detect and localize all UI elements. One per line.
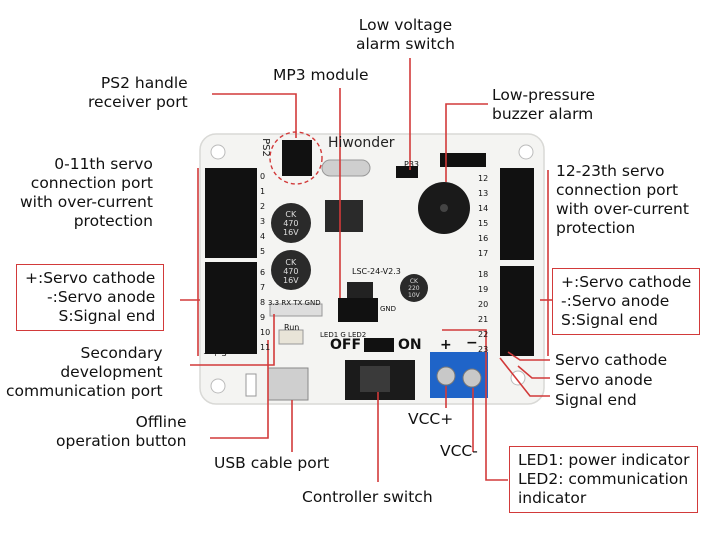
- channel-number: 19: [478, 285, 489, 294]
- gnd-silk: GND: [380, 305, 397, 313]
- label-left-servo: 0-11th servo connection port with over-c…: [20, 155, 153, 230]
- channel-number: 7: [260, 283, 266, 292]
- model-silk: LSC-24-V2.3: [352, 267, 401, 276]
- channel-number: 6: [260, 268, 266, 277]
- label-usb: USB cable port: [214, 454, 330, 472]
- channel-number: 14: [478, 204, 489, 213]
- ps2-highlight: [269, 131, 323, 185]
- led-silk: LED1 G LED2: [320, 331, 367, 339]
- left-servo-headers: [205, 168, 257, 354]
- leader-secondary: [190, 314, 275, 366]
- left-pin-legend: − + S: [203, 349, 227, 358]
- label-signal-end: Signal end: [555, 391, 637, 409]
- channel-number: 3: [260, 217, 266, 226]
- channel-number: 20: [478, 300, 489, 309]
- channel-number: 2: [260, 202, 266, 211]
- off-on-switch: [364, 338, 394, 352]
- p33-silk: P33: [404, 160, 420, 169]
- label-servo-cathode: Servo cathode: [555, 351, 668, 369]
- channel-number: 21: [478, 315, 489, 324]
- channel-number: 17: [478, 249, 489, 258]
- label-buzzer: Low-pressure buzzer alarm: [492, 86, 596, 123]
- mount-hole: [210, 144, 226, 160]
- channel-number: 12: [478, 174, 489, 183]
- label-offline: Offline operation button: [56, 413, 187, 450]
- small-component: [245, 373, 257, 397]
- run-silk: Run: [284, 323, 300, 332]
- brand-logo: Hiwonder: [328, 135, 395, 151]
- mp3-header: [338, 298, 378, 322]
- channel-number: 13: [478, 189, 489, 198]
- off-label: OFF: [330, 337, 362, 353]
- channel-number: 22: [478, 330, 489, 339]
- label-controller: Controller switch: [302, 488, 433, 506]
- left-pin-box-text: +:Servo cathode -:Servo anode S:Signal e…: [25, 269, 156, 325]
- crystal: [321, 159, 371, 177]
- uart-silk: 3.3 RX TX GND: [268, 299, 321, 307]
- regulator: [325, 200, 363, 232]
- right-pin-legend: S + −: [503, 349, 527, 358]
- right-pin-box-text: +:Servo cathode -:Servo anode S:Signal e…: [561, 273, 692, 329]
- plus-label: +: [440, 337, 452, 353]
- channel-number: 16: [478, 234, 489, 243]
- mount-hole: [510, 370, 526, 386]
- on-label: ON: [398, 337, 422, 353]
- channel-number: 1: [260, 187, 266, 196]
- channel-number: 18: [478, 270, 489, 279]
- leader-led: [442, 329, 508, 481]
- label-vcc-plus: VCC+: [408, 410, 454, 428]
- run-button: [278, 329, 304, 345]
- usb-port: [267, 367, 309, 401]
- label-low-voltage: Low voltage alarm switch: [356, 16, 455, 53]
- mcu-chip: [347, 282, 373, 298]
- label-ps2: PS2 handle receiver port: [88, 74, 188, 111]
- channel-number: 15: [478, 219, 489, 228]
- mount-hole: [210, 378, 226, 394]
- channel-number: 23: [478, 345, 489, 354]
- mount-hole: [518, 144, 534, 160]
- leader-servo-cathode: [507, 351, 550, 361]
- leader-servo-anode: [517, 365, 550, 379]
- channel-number: 11: [260, 343, 271, 352]
- led-info-box: LED1: power indicator LED2: communicatio…: [509, 446, 699, 513]
- ps2-header: [282, 140, 312, 176]
- leader-ps2: [212, 93, 297, 138]
- label-mp3: MP3 module: [273, 66, 369, 84]
- label-right-servo: 12-23th servo connection port with over-…: [556, 162, 689, 237]
- top-right-header: [440, 153, 486, 167]
- capacitor-2: [271, 250, 311, 290]
- label-servo-anode: Servo anode: [555, 371, 653, 389]
- channel-number: 10: [260, 328, 271, 337]
- cap1-label: CK 470 16V: [283, 210, 299, 237]
- cap3-label: CK 220 10V: [408, 278, 420, 299]
- leader-offline: [210, 340, 269, 439]
- capacitor-1: [271, 203, 311, 243]
- label-vcc-minus: VCC-: [440, 442, 478, 460]
- channel-number: 5: [260, 247, 266, 256]
- minus-label: −: [466, 335, 478, 351]
- p33-switch: [396, 166, 418, 178]
- uart-header: [269, 303, 323, 317]
- led-info-text: LED1: power indicator LED2: communicatio…: [518, 451, 690, 507]
- capacitor-3: [400, 274, 428, 302]
- channel-number: 4: [260, 232, 266, 241]
- right-pin-box: +:Servo cathode -:Servo anode S:Signal e…: [552, 268, 701, 335]
- channel-number: 0: [260, 172, 266, 181]
- cap2-label: CK 470 16V: [283, 258, 299, 285]
- label-secondary: Secondary development communication port: [6, 344, 163, 400]
- leader-signal-end: [499, 357, 550, 397]
- ps2-silk: PS2: [259, 138, 271, 157]
- channel-number: 9: [260, 313, 266, 322]
- channel-number: 8: [260, 298, 266, 307]
- left-pin-box: +:Servo cathode -:Servo anode S:Signal e…: [16, 264, 165, 331]
- leader-buzzer: [445, 103, 488, 182]
- right-servo-headers: [500, 168, 534, 356]
